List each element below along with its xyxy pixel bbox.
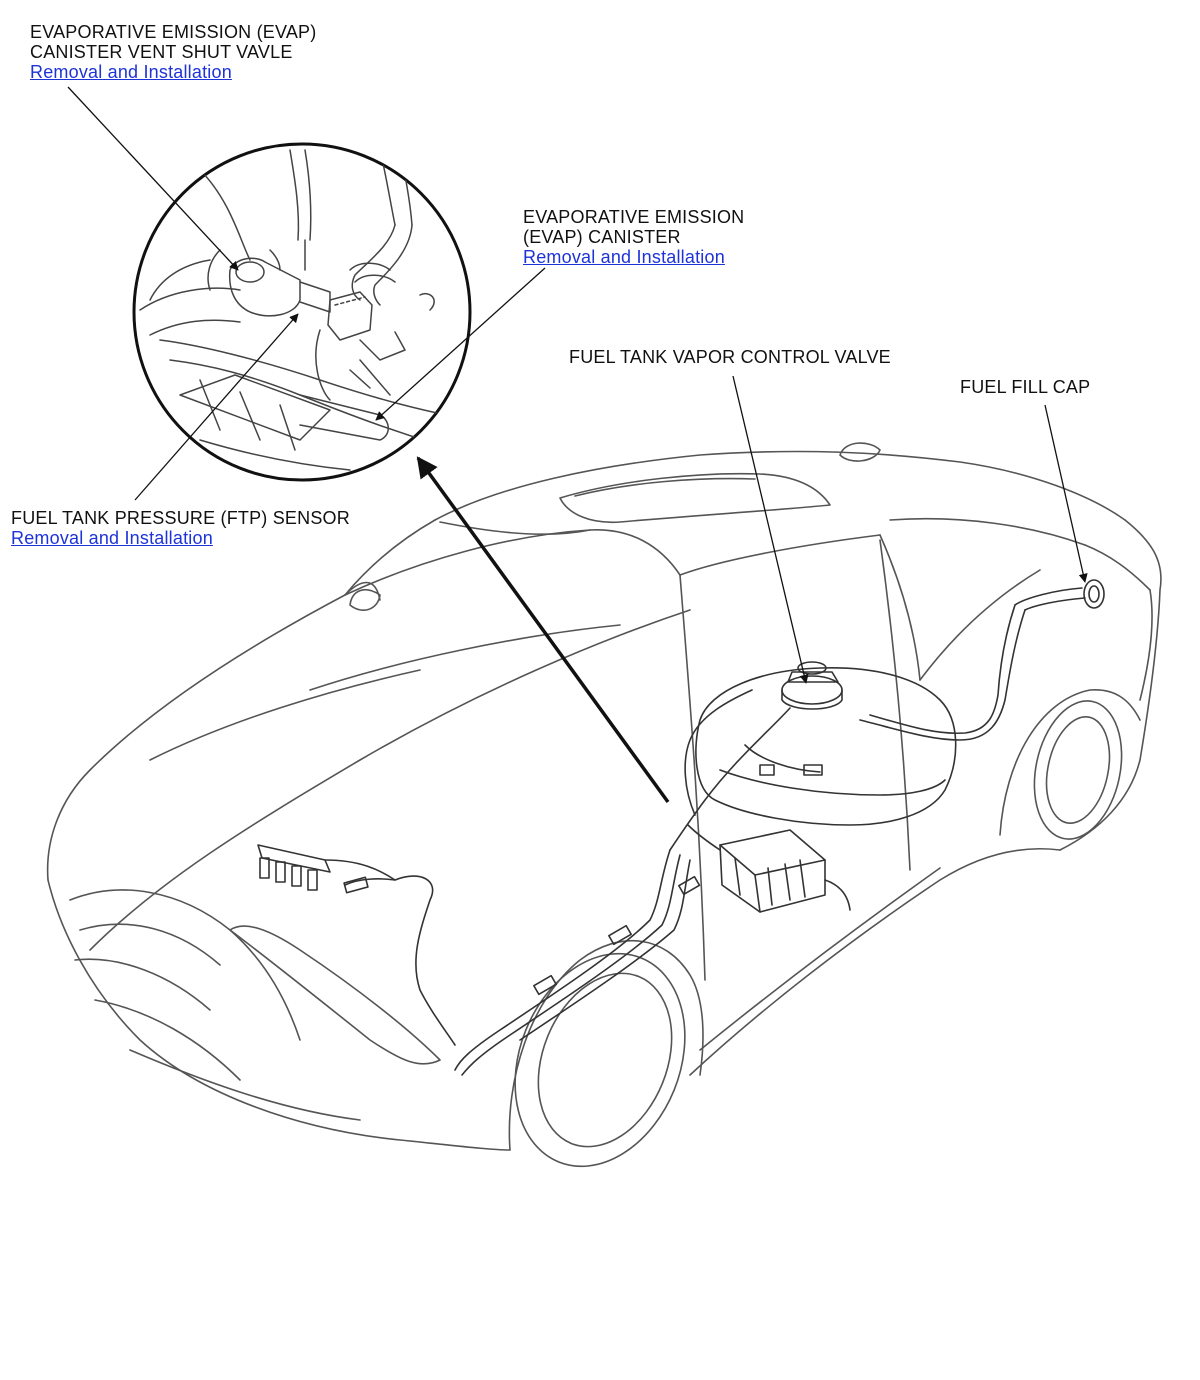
fuel-rail bbox=[257, 844, 331, 873]
detail-inset bbox=[132, 142, 472, 482]
fuel-injectors bbox=[259, 857, 318, 891]
leader-evap-canister bbox=[375, 267, 546, 421]
filler-neck bbox=[1024, 597, 1086, 611]
callout-title-line: CANISTER VENT SHUT VAVLE bbox=[30, 42, 293, 62]
leader-vapor-valve bbox=[732, 375, 809, 684]
fuel-tank bbox=[695, 667, 957, 826]
callout-title-line: FUEL TANK PRESSURE (FTP) SENSOR bbox=[11, 508, 350, 528]
callout-evap-canister: EVAPORATIVE EMISSION (EVAP) CANISTER Rem… bbox=[523, 207, 744, 267]
callout-fuel-fill-cap: FUEL FILL CAP bbox=[960, 377, 1090, 397]
fuel-system bbox=[257, 579, 1105, 1076]
callout-title-line: FUEL FILL CAP bbox=[960, 377, 1091, 397]
leader-fill-cap bbox=[1044, 404, 1088, 583]
leader-vent-valve bbox=[67, 86, 239, 271]
leader-lines bbox=[67, 86, 1088, 684]
callout-title-line: EVAPORATIVE EMISSION bbox=[523, 207, 745, 227]
car-body-outline bbox=[46, 442, 1162, 1168]
callout-vapor-control-valve: FUEL TANK VAPOR CONTROL VALVE bbox=[569, 347, 891, 367]
removal-installation-link-vent-valve[interactable]: Removal and Installation bbox=[30, 62, 232, 82]
removal-installation-link-ftp-sensor[interactable]: Removal and Installation bbox=[11, 528, 213, 548]
leader-ftp-sensor bbox=[134, 313, 299, 501]
callout-title-line: FUEL TANK VAPOR CONTROL VALVE bbox=[569, 347, 891, 367]
callout-title-line: EVAPORATIVE EMISSION (EVAP) bbox=[30, 22, 317, 42]
callout-title-line: (EVAP) CANISTER bbox=[523, 227, 681, 247]
inset-pointer-arrow bbox=[416, 456, 670, 804]
removal-installation-link-canister[interactable]: Removal and Installation bbox=[523, 247, 725, 267]
vapor-control-valve bbox=[781, 675, 843, 705]
fuel-fill-cap bbox=[1083, 579, 1105, 609]
callout-evap-vent-shut-valve: EVAPORATIVE EMISSION (EVAP) CANISTER VEN… bbox=[30, 22, 316, 82]
evap-canister bbox=[719, 829, 826, 913]
callout-ftp-sensor: FUEL TANK PRESSURE (FTP) SENSOR Removal … bbox=[11, 508, 350, 548]
